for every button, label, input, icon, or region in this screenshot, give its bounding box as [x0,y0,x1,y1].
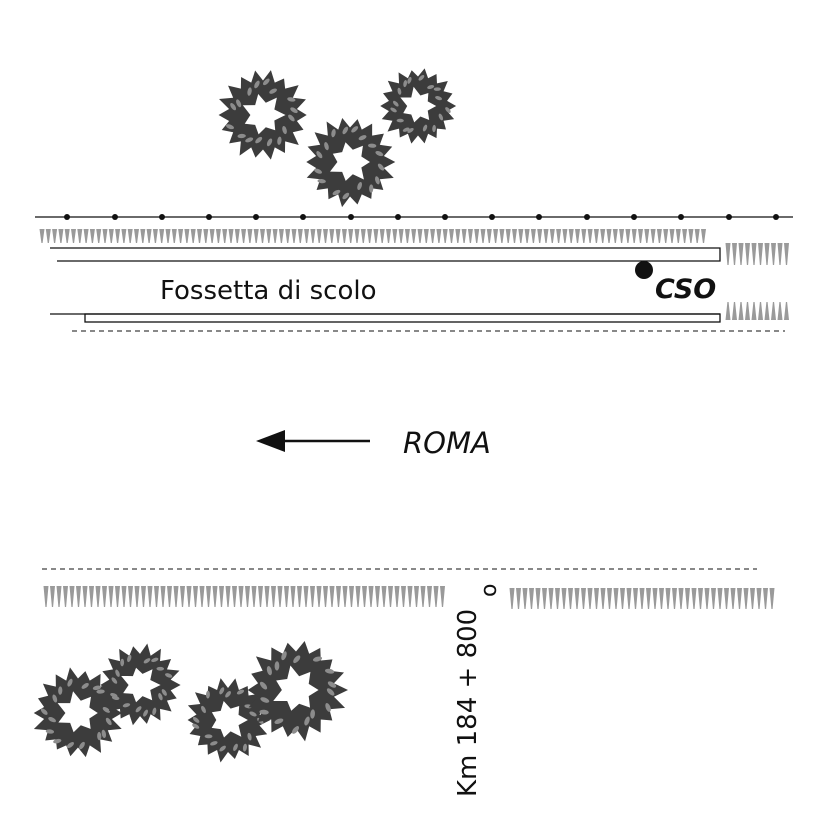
ditch-label: Fossetta di scolo [160,276,376,306]
kilometer-label: Km 184 + 800 [453,609,483,797]
fence-post [348,214,354,220]
fence-post [64,214,70,220]
fence-post [112,214,118,220]
shrub-icon [306,118,396,208]
fence-post [726,214,732,220]
fence-post [489,214,495,220]
shrubs [33,68,457,763]
fence [35,214,793,220]
grass-row [725,243,789,265]
shrub-icon [247,640,349,742]
kilometer-marker: Km 184 + 800 o [453,584,502,797]
fence-post [678,214,684,220]
grass-row [39,229,706,243]
fence-post [395,214,401,220]
shrub-icon [33,667,123,758]
fence-post [631,214,637,220]
shrub-icon [380,68,457,144]
kilometer-degree: o [477,584,502,597]
shrub-icon [100,643,181,726]
grass-rows [39,229,789,609]
fence-post [159,214,165,220]
shrub-icon [187,678,271,763]
fence-post [300,214,306,220]
ditch-channel [50,247,721,323]
shrub-icon [218,70,307,160]
direction-label: ROMA [403,426,491,460]
fence-post [773,214,779,220]
grass-row [43,586,445,607]
grass-row [509,588,775,609]
fence-post [206,214,212,220]
grass-row [725,302,789,320]
arrow-left-icon [256,430,370,452]
fence-post [584,214,590,220]
fence-post [536,214,542,220]
fence-post [442,214,448,220]
fence-post [253,214,259,220]
dot-icon [635,261,653,279]
cso-label: CSO [655,274,716,305]
